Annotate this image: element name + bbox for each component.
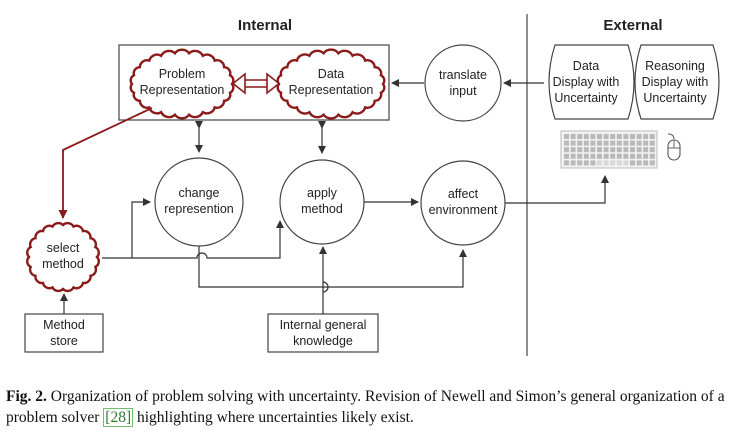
problem-solver-diagram: Internal External Problem Representation… [24, 14, 720, 356]
apply-method-label-1: apply [307, 186, 338, 200]
data-display-node [548, 44, 635, 120]
mouse-icon [667, 133, 681, 161]
figure-caption: Fig. 2. Organization of problem solving … [6, 386, 748, 428]
affect-environment-label-2: environment [429, 203, 498, 217]
caption-text: Organization of problem solving with unc… [6, 388, 725, 426]
representation-link-arrow [231, 72, 281, 95]
problem-representation-label-1: Problem [159, 67, 206, 81]
affect-environment-label-1: affect [448, 187, 479, 201]
reasoning-display-label-3: Uncertainty [643, 91, 707, 105]
data-representation-cloud: Data Representation [276, 48, 386, 120]
keyboard-icon [560, 130, 658, 169]
select-method-cloud-shape [26, 221, 100, 293]
change-representation-label-1: change [178, 186, 219, 200]
internal-knowledge-label-2: knowledge [293, 334, 353, 348]
internal-knowledge-label-1: Internal general [280, 318, 367, 332]
problem-representation-cloud-shape [129, 48, 235, 120]
external-header: External [603, 17, 662, 34]
internal-header: Internal [238, 17, 292, 34]
select-method-cloud: select method [26, 221, 100, 293]
method-store-label-2: store [50, 334, 78, 348]
select-to-apply-arrow [132, 220, 284, 259]
data-display-label-3: Uncertainty [554, 91, 618, 105]
apply-method-label-2: method [301, 202, 343, 216]
reasoning-display-node [634, 44, 720, 120]
translate-input-label-1: translate [439, 68, 487, 82]
representation-box [118, 44, 390, 121]
data-representation-label-2: Representation [289, 83, 374, 97]
feedback-to-affect-arrow [198, 246, 467, 288]
figure-label: Fig. 2. [6, 388, 47, 405]
affect-to-external-arrow [505, 175, 609, 204]
data-representation-label-1: Data [318, 67, 344, 81]
data-display-label-2: Display with [553, 75, 620, 89]
translate-input-label-2: input [449, 84, 477, 98]
reference-link[interactable]: [28] [103, 408, 134, 427]
knowledge-to-apply-arrow [323, 247, 328, 314]
problem-representation-label-2: Representation [140, 83, 225, 97]
problem-to-select-method-arrow [58, 107, 153, 219]
method-store-label-1: Method [43, 318, 85, 332]
translate-input-node [424, 44, 502, 122]
select-to-change-arrow [102, 198, 151, 259]
reasoning-display-label-2: Display with [642, 75, 709, 89]
data-display-label-1: Data [573, 59, 599, 73]
reasoning-display-label-1: Reasoning [645, 59, 705, 73]
select-method-label-2: method [42, 257, 84, 271]
change-representation-label-2: represention [164, 202, 234, 216]
caption-text-end: highlighting where uncertainties likely … [133, 409, 414, 426]
select-method-label-1: select [47, 241, 80, 255]
problem-representation-cloud: Problem Representation [129, 48, 235, 120]
